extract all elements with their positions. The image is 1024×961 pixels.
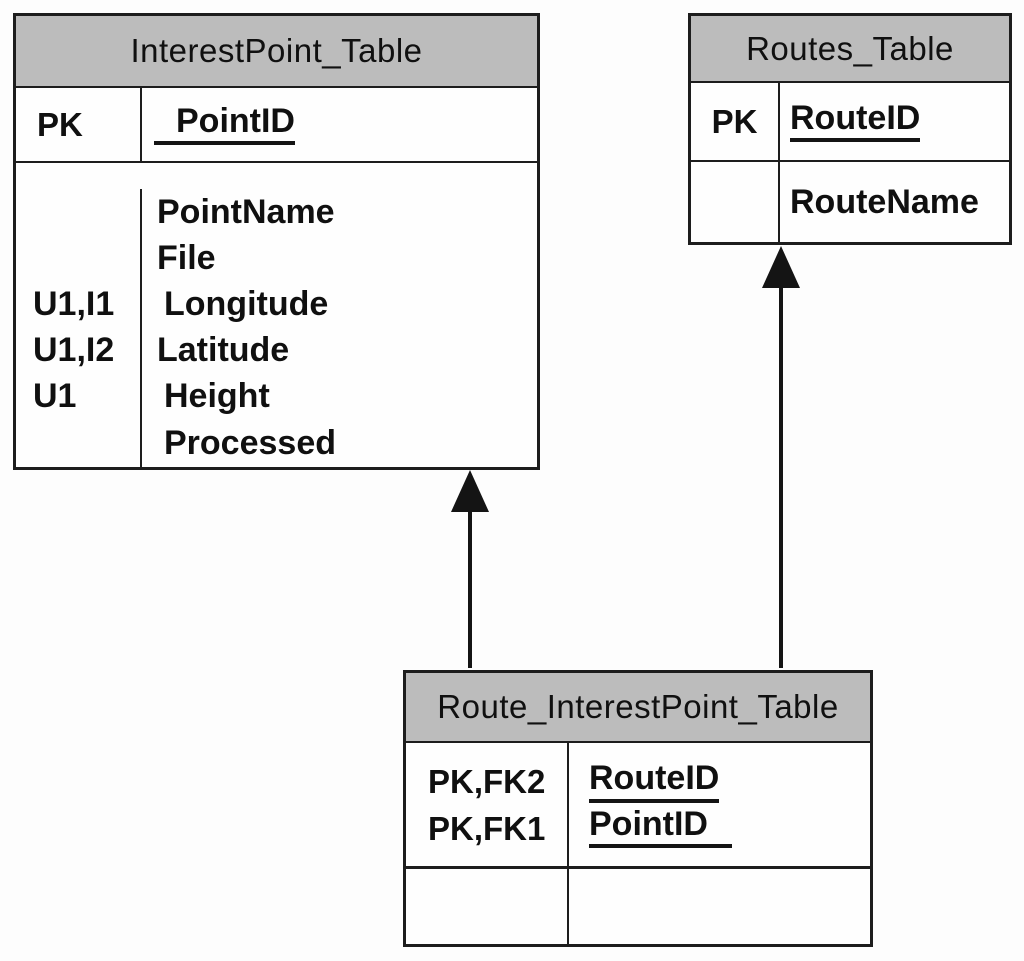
attribute-name: Height <box>164 376 270 415</box>
pk-label: PK <box>711 102 758 140</box>
key-constraint-cell <box>691 162 780 242</box>
composite-key-rows: PK,FK2 PK,FK1 RouteID PointID <box>406 743 870 869</box>
fk-field-name: PointID <box>589 806 732 849</box>
entity-table-routes: Routes_Table PK RouteID RouteName <box>688 13 1012 245</box>
attribute-name: File <box>157 238 216 277</box>
arrowhead-up-icon <box>451 470 489 512</box>
pk-label: PK <box>37 105 83 143</box>
attribute-name: RouteName <box>790 182 979 221</box>
primary-key-row: PK RouteID <box>691 83 1009 162</box>
attribute-row: Processed <box>16 419 537 467</box>
key-constraint-cell <box>16 235 142 281</box>
field-cell: RouteID PointID <box>569 743 870 866</box>
field-cell: PointID <box>142 88 537 161</box>
key-constraint-cell: PK,FK2 PK,FK1 <box>406 743 569 866</box>
attribute-row: U1 Height <box>16 373 537 419</box>
table-title: Routes_Table <box>746 29 954 67</box>
arrowhead-up-icon <box>762 246 800 288</box>
table-title: Route_InterestPoint_Table <box>437 688 839 725</box>
entity-table-interestpoint: InterestPoint_Table PK PointID PointName… <box>13 13 540 470</box>
key-constraint-cell <box>16 419 142 467</box>
attributes-section: PointName File U1,I1 Longitude U1,I2 Lat… <box>16 163 537 467</box>
relationship-arrow-to-routes <box>762 246 800 668</box>
table-title: InterestPoint_Table <box>130 32 423 69</box>
fk-field-name: RouteID <box>589 760 720 803</box>
attribute-name: PointName <box>157 192 335 231</box>
key-label: PK,FK1 <box>428 809 546 847</box>
field-cell: RouteID <box>780 83 1009 160</box>
key-constraint-cell: U1,I2 <box>16 327 142 373</box>
attribute-row: U1,I2 Latitude <box>16 327 537 373</box>
empty-attributes-row <box>406 869 870 944</box>
pk-field-name: PointID <box>154 103 295 146</box>
key-constraint-cell: U1,I1 <box>16 281 142 327</box>
key-constraint-cell <box>406 869 569 944</box>
table-header: InterestPoint_Table <box>16 16 537 88</box>
attribute-row: PointName <box>16 189 537 235</box>
attribute-row: U1,I1 Longitude <box>16 281 537 327</box>
attribute-name: Longitude <box>164 284 329 323</box>
table-header: Routes_Table <box>691 16 1009 83</box>
field-cell <box>569 869 870 944</box>
key-constraint-cell <box>16 189 142 235</box>
key-constraint-cell: PK <box>16 88 142 161</box>
attribute-name: Latitude <box>157 330 290 369</box>
primary-key-row: PK PointID <box>16 88 537 163</box>
attribute-name: Processed <box>164 423 336 462</box>
attribute-row: RouteName <box>691 162 1009 242</box>
key-constraint-cell: U1 <box>16 373 142 419</box>
key-constraint-cell: PK <box>691 83 780 160</box>
table-header: Route_InterestPoint_Table <box>406 673 870 743</box>
relationship-arrow-to-interestpoint <box>451 470 489 668</box>
attribute-row: File <box>16 235 537 281</box>
key-label: PK,FK2 <box>428 762 546 800</box>
pk-field-name: RouteID <box>790 100 921 143</box>
entity-table-route-interestpoint: Route_InterestPoint_Table PK,FK2 PK,FK1 … <box>403 670 873 947</box>
